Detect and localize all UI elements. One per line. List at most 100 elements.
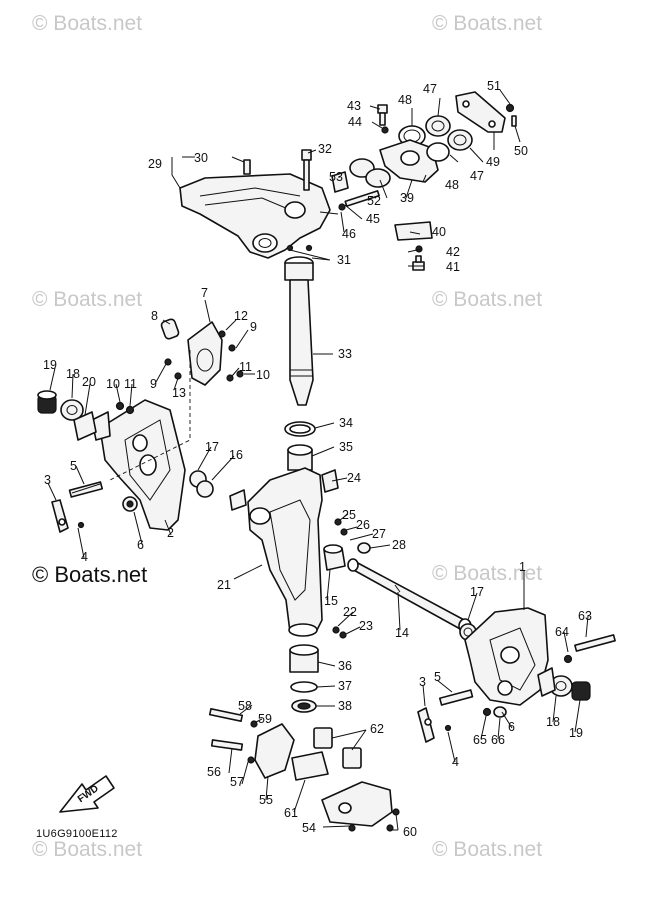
- steering-arm-bracket: [179, 159, 339, 259]
- left-small-parts: [37, 390, 135, 441]
- part-label-11a: 11: [239, 360, 252, 374]
- part-label-27: 27: [372, 527, 386, 541]
- part-label-59: 59: [258, 712, 272, 726]
- part-label-63: 63: [578, 609, 592, 623]
- part-label-22: 22: [343, 605, 357, 619]
- part-label-13: 13: [172, 386, 186, 400]
- diagram-code: 1U6G9100E112: [36, 828, 118, 840]
- part-label-3a: 3: [44, 473, 51, 487]
- swivel-bracket: [196, 467, 371, 639]
- part-label-46: 46: [342, 227, 356, 241]
- part-label-28: 28: [392, 538, 406, 552]
- part-label-62: 62: [370, 722, 384, 736]
- fwd-arrow-icon: FWD: [59, 775, 115, 813]
- part-label-14: 14: [395, 626, 409, 640]
- upper-right-parts: [331, 91, 517, 271]
- bolt-32: [301, 149, 312, 191]
- clamp-screw-right: [417, 689, 507, 743]
- watermark-mid-right: © Boats.net: [432, 288, 543, 311]
- part-label-25: 25: [342, 508, 356, 522]
- part-label-18b: 18: [546, 715, 560, 729]
- part-label-4b: 4: [452, 755, 459, 769]
- part-label-21: 21: [217, 578, 231, 592]
- part-label-2: 2: [167, 526, 174, 540]
- part-label-48a: 48: [398, 93, 412, 107]
- part-label-20: 20: [82, 375, 96, 389]
- part-label-54: 54: [302, 821, 316, 835]
- part-label-19b: 19: [569, 726, 583, 740]
- part-label-16: 16: [229, 448, 243, 462]
- part-label-9b: 9: [150, 377, 157, 391]
- part-label-56: 56: [207, 765, 221, 779]
- part-label-32: 32: [318, 142, 332, 156]
- part-label-60: 60: [403, 825, 417, 839]
- part-label-66: 66: [491, 733, 505, 747]
- part-label-43: 43: [347, 99, 361, 113]
- leader-lines: [47, 89, 589, 831]
- part-label-17a: 17: [205, 440, 219, 454]
- part-label-53: 53: [329, 170, 343, 184]
- bottom-parts: [208, 707, 400, 832]
- part-label-57: 57: [230, 775, 244, 789]
- part-label-12: 12: [234, 309, 248, 323]
- part-label-65: 65: [473, 733, 487, 747]
- part-label-35: 35: [339, 440, 353, 454]
- part-label-15: 15: [324, 594, 338, 608]
- part-label-8: 8: [151, 309, 158, 323]
- part-label-1: 1: [519, 560, 526, 574]
- part-label-30: 30: [194, 151, 208, 165]
- part-label-6b: 6: [508, 720, 515, 734]
- clamp-bracket-right: [464, 607, 616, 706]
- part-label-18a: 18: [66, 367, 80, 381]
- part-label-48b: 48: [445, 178, 459, 192]
- clamp-bracket-left: [91, 399, 186, 531]
- part-label-47a: 47: [423, 82, 437, 96]
- part-label-61: 61: [284, 806, 298, 820]
- part-label-49: 49: [486, 155, 500, 169]
- part-label-9a: 9: [250, 320, 257, 334]
- part-label-47b: 47: [470, 169, 484, 183]
- watermark-left-dark: © Boats.net: [32, 562, 148, 587]
- part-label-44: 44: [348, 115, 362, 129]
- part-label-7: 7: [201, 286, 208, 300]
- part-label-6a: 6: [137, 538, 144, 552]
- bushings-lower: [289, 544, 346, 713]
- part-label-50: 50: [514, 144, 528, 158]
- part-label-58: 58: [238, 699, 252, 713]
- part-label-17b: 17: [470, 585, 484, 599]
- anode-plate-parts: [160, 318, 244, 386]
- watermark-mid-left: © Boats.net: [32, 288, 143, 311]
- part-label-11b: 11: [124, 377, 137, 391]
- part-label-5b: 5: [434, 670, 441, 684]
- part-label-31: 31: [337, 253, 351, 267]
- part-label-42: 42: [446, 245, 460, 259]
- part-label-37: 37: [338, 679, 352, 693]
- watermark-bottom-right: © Boats.net: [432, 838, 543, 861]
- part-label-40: 40: [432, 225, 446, 239]
- watermark-top-left: © Boats.net: [32, 12, 143, 35]
- part-label-29: 29: [148, 157, 162, 171]
- part-label-33: 33: [338, 347, 352, 361]
- part-label-52: 52: [367, 194, 381, 208]
- part-label-23: 23: [359, 619, 373, 633]
- part-label-19a: 19: [43, 358, 57, 372]
- part-label-36: 36: [338, 659, 352, 673]
- part-label-34: 34: [339, 416, 353, 430]
- part-label-51: 51: [487, 79, 501, 93]
- watermark-top-right: © Boats.net: [432, 12, 543, 35]
- part-label-64: 64: [555, 625, 569, 639]
- part-label-26: 26: [356, 518, 370, 532]
- part-label-39: 39: [400, 191, 414, 205]
- part-label-41: 41: [446, 260, 460, 274]
- part-label-45: 45: [366, 212, 380, 226]
- part-label-38: 38: [338, 699, 352, 713]
- part-label-55: 55: [259, 793, 273, 807]
- part-label-3b: 3: [419, 675, 426, 689]
- part-label-4a: 4: [81, 550, 88, 564]
- part-label-24: 24: [347, 471, 361, 485]
- part-label-10b: 10: [106, 377, 120, 391]
- steering-shaft: [284, 244, 316, 471]
- watermark-bottom-left: © Boats.net: [32, 838, 143, 861]
- part-label-5a: 5: [70, 459, 77, 473]
